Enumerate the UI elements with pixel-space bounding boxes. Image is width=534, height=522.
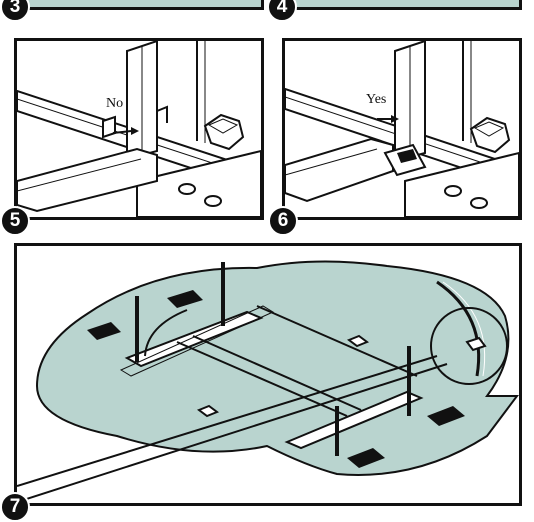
panel-7: [14, 243, 522, 506]
step-6-badge: 6: [268, 206, 298, 236]
step-7-badge: 7: [0, 492, 30, 522]
step-3-badge: 3: [0, 0, 30, 22]
step-5-badge: 5: [0, 206, 30, 236]
panel-6: [282, 38, 522, 220]
panel-4-bottom: [282, 0, 522, 10]
panel-7-illustration: [17, 260, 519, 503]
panel-3-bottom: [14, 0, 264, 10]
panel-6-illustration: [285, 41, 519, 217]
callout-no: No: [106, 96, 124, 111]
callout-yes: Yes: [366, 92, 387, 107]
panel-5-illustration: [17, 41, 261, 217]
step-4-badge: 4: [267, 0, 297, 22]
panel-5: [14, 38, 264, 220]
